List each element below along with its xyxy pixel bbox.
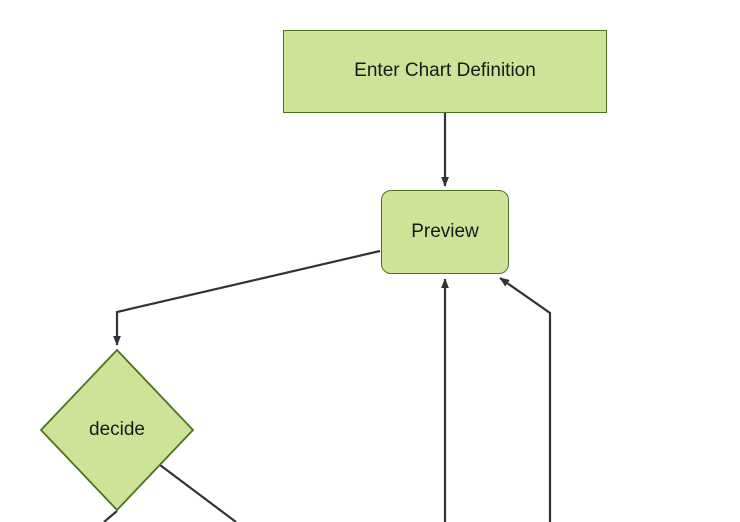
edge-decide-out-left: [103, 510, 118, 522]
edge-decide-out-right: [159, 464, 237, 522]
node-enter-chart-definition[interactable]: Enter Chart Definition: [283, 30, 607, 113]
edge-preview-to-decide: [113, 249, 381, 346]
node-decide[interactable]: decide: [40, 349, 194, 511]
decide-diamond-shape: [40, 349, 194, 511]
node-label-preview: Preview: [411, 220, 479, 242]
edge-return-right-to-preview: [499, 277, 552, 522]
node-preview[interactable]: Preview: [381, 190, 509, 274]
node-label-enter-chart-definition: Enter Chart Definition: [354, 60, 536, 82]
